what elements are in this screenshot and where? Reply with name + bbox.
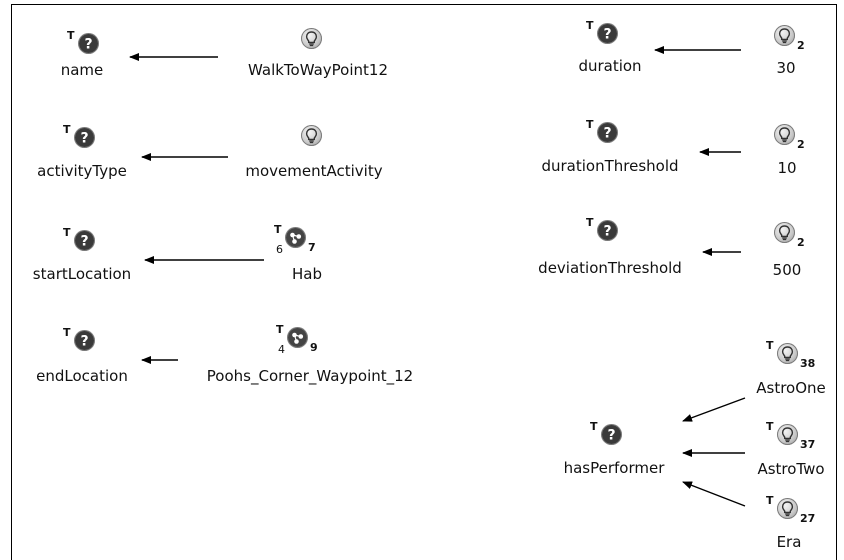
- question-icon: ?: [597, 23, 618, 44]
- node-label: AstroTwo: [757, 460, 825, 478]
- node-label: WalkToWayPoint12: [248, 61, 388, 79]
- svg-text:?: ?: [603, 126, 611, 142]
- type-marker: T: [766, 420, 774, 433]
- svg-text:?: ?: [80, 334, 88, 350]
- count-badge: 9: [310, 341, 318, 354]
- class-icon: [287, 327, 308, 348]
- svg-text:?: ?: [80, 131, 88, 147]
- node-label: hasPerformer: [563, 459, 665, 477]
- type-marker: T: [274, 223, 282, 236]
- count-badge: 2: [797, 138, 805, 151]
- lightbulb-icon: [301, 125, 322, 146]
- node-label: Hab: [292, 265, 322, 283]
- type-marker: T: [586, 118, 594, 131]
- lightbulb-icon: [301, 28, 322, 49]
- count-badge: 7: [308, 241, 316, 254]
- type-marker: T: [63, 226, 71, 239]
- svg-text:?: ?: [607, 428, 615, 444]
- type-marker: T: [590, 420, 598, 433]
- node-label: AstroOne: [756, 379, 826, 397]
- node-label: deviationThreshold: [538, 259, 682, 277]
- count-badge: 27: [800, 512, 816, 525]
- type-marker: T: [766, 494, 774, 507]
- node-label: Poohs_Corner_Waypoint_12: [206, 367, 414, 385]
- question-icon: ?: [74, 330, 95, 351]
- svg-text:?: ?: [84, 37, 92, 53]
- node-label: endLocation: [36, 367, 128, 385]
- type-marker: T: [276, 323, 284, 336]
- question-icon: ?: [597, 220, 618, 241]
- type-marker: T: [766, 339, 774, 352]
- node-label: activityType: [37, 162, 127, 180]
- question-icon: ?: [601, 424, 622, 445]
- subclass-count: 6: [276, 243, 283, 256]
- subclass-count: 4: [278, 343, 285, 356]
- lightbulb-icon: [774, 124, 795, 145]
- node-label: 30: [776, 59, 796, 77]
- diagram-canvas: [11, 4, 837, 560]
- lightbulb-icon: [774, 25, 795, 46]
- type-marker: T: [63, 123, 71, 136]
- lightbulb-icon: [774, 222, 795, 243]
- count-badge: 38: [800, 357, 816, 370]
- lightbulb-icon: [777, 424, 798, 445]
- lightbulb-icon: [777, 343, 798, 364]
- node-label: startLocation: [32, 265, 132, 283]
- count-badge: 2: [797, 236, 805, 249]
- node-label: movementActivity: [245, 162, 383, 180]
- question-icon: ?: [74, 230, 95, 251]
- node-label: 10: [777, 159, 797, 177]
- node-label: Era: [776, 533, 802, 551]
- question-icon: ?: [78, 33, 99, 54]
- type-marker: T: [63, 326, 71, 339]
- type-marker: T: [586, 216, 594, 229]
- node-label: name: [60, 61, 104, 79]
- count-badge: 2: [797, 39, 805, 52]
- lightbulb-icon: [777, 498, 798, 519]
- svg-text:?: ?: [603, 224, 611, 240]
- type-marker: T: [586, 19, 594, 32]
- count-badge: 37: [800, 438, 816, 451]
- svg-text:?: ?: [80, 234, 88, 250]
- question-icon: ?: [74, 127, 95, 148]
- svg-text:?: ?: [603, 27, 611, 43]
- class-icon: [285, 227, 306, 248]
- type-marker: T: [67, 29, 75, 42]
- node-label: durationThreshold: [541, 157, 679, 175]
- question-icon: ?: [597, 122, 618, 143]
- node-label: duration: [578, 57, 642, 75]
- node-label: 500: [772, 261, 802, 279]
